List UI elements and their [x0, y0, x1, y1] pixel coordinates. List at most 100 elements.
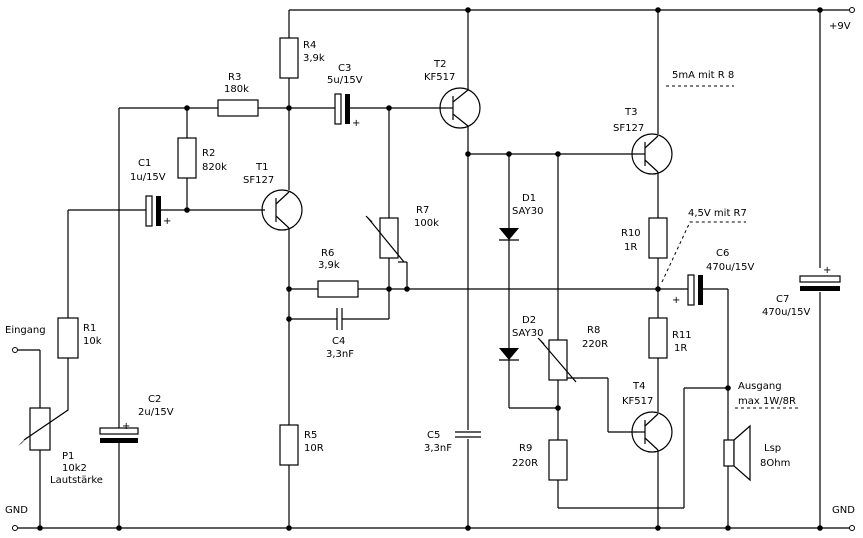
p1-value: 10k2 [62, 463, 87, 474]
input-terminal [12, 347, 18, 353]
output-stage [631, 10, 751, 528]
r1-ref: R1 [83, 323, 96, 334]
c7-value: 470u/15V [762, 307, 811, 318]
output-label: Ausgang [738, 381, 782, 392]
c1-capacitor [145, 195, 153, 227]
t3-value: SF127 [613, 123, 644, 134]
vcc-label: +9V [829, 21, 851, 32]
r2-value: 820k [202, 162, 227, 173]
d1-value: SAY30 [512, 206, 543, 217]
r5-resistor [279, 424, 299, 466]
c6-value: 470u/15V [706, 262, 755, 273]
r10-value: 1R [624, 242, 637, 253]
c6-capacitor [687, 274, 695, 306]
r9-value: 220R [512, 458, 538, 469]
t1-value: SF127 [243, 175, 274, 186]
r4-resistor [279, 37, 299, 79]
r3-value: 180k [224, 84, 249, 95]
input-section [15, 195, 265, 528]
t1-transistor [261, 189, 303, 231]
r2-ref: R2 [202, 148, 215, 159]
svg-text:+: + [672, 295, 680, 306]
c3-value: 5u/15V [327, 75, 363, 86]
r3-resistor [217, 99, 259, 117]
r10-ref: R10 [621, 228, 641, 239]
c5-ref: C5 [427, 430, 440, 441]
r10-resistor [648, 217, 668, 259]
r6-value: 3,9k [318, 260, 340, 271]
r1-value: 10k [83, 336, 102, 347]
output-rating: max 1W/8R [738, 396, 796, 407]
supply-rail [289, 9, 850, 528]
c1-value: 1u/15V [130, 172, 166, 183]
t1-stage [261, 10, 446, 528]
svg-text:+: + [352, 118, 360, 129]
r3-ref: R3 [228, 72, 241, 83]
c2-ref: C2 [148, 394, 161, 405]
loudspeaker [723, 439, 735, 467]
gnd-terminal-left [12, 525, 18, 531]
r1-resistor [57, 317, 79, 359]
gnd-label-left: GND [5, 505, 28, 516]
p1-function: Lautstärke [50, 475, 103, 486]
c4-ref: C4 [332, 336, 345, 347]
gnd-terminal-right [849, 525, 855, 531]
c3-ref: C3 [338, 63, 351, 74]
r11-value: 1R [674, 343, 687, 354]
c4-value: 3,3nF [326, 349, 354, 360]
c6-ref: C6 [716, 248, 729, 259]
t4-value: KF517 [622, 396, 653, 407]
t1-ref: T1 [255, 162, 268, 173]
r8-trimmer [548, 339, 568, 381]
r5-value: 10R [304, 443, 324, 454]
r2-resistor [177, 137, 197, 179]
r6-ref: R6 [321, 248, 334, 259]
t2-value: KF517 [424, 72, 455, 83]
bias-network [99, 99, 289, 528]
r11-resistor [648, 317, 668, 359]
p1-ref: P1 [62, 451, 74, 462]
r6-resistor [317, 280, 359, 298]
r11-ref: R11 [672, 330, 692, 341]
r7-ref: R7 [416, 205, 429, 216]
r8-ref: R8 [587, 325, 600, 336]
svg-text:+: + [163, 216, 171, 227]
d2-value: SAY30 [512, 328, 543, 339]
c7-supply-capacitor [799, 275, 841, 291]
vcc-terminal [849, 7, 855, 13]
c1-ref: C1 [138, 158, 151, 169]
junction-dots [37, 7, 823, 531]
lsp-ref: Lsp [764, 443, 781, 454]
feedback-network [289, 108, 660, 330]
input-label: Eingang [5, 325, 46, 336]
d1-ref: D1 [522, 193, 536, 204]
t2-transistor [439, 87, 481, 129]
t4-transistor [631, 411, 673, 453]
r7-value: 100k [414, 218, 439, 229]
c3-capacitor [334, 93, 342, 125]
t3-transistor [631, 133, 673, 175]
r8-value: 220R [582, 339, 608, 350]
t3-ref: T3 [624, 107, 637, 118]
c5-value: 3,3nF [424, 443, 452, 454]
r9-resistor [548, 439, 568, 481]
polarity-marks: + + + + + [122, 118, 831, 432]
t2-ref: T2 [433, 59, 446, 70]
d2-diode [499, 348, 519, 360]
r8-note: 5mA mit R 8 [672, 70, 734, 81]
d2-ref: D2 [522, 315, 536, 326]
svg-text:+: + [122, 421, 130, 432]
d1-diode [499, 228, 519, 240]
c7-ref: C7 [776, 294, 789, 305]
t4-ref: T4 [632, 381, 645, 392]
r7-note-line [661, 221, 746, 283]
c2-value: 2u/15V [138, 407, 174, 418]
r7-note: 4,5V mit R7 [688, 208, 747, 219]
r5-ref: R5 [304, 430, 317, 441]
svg-text:+: + [823, 265, 831, 276]
c2-capacitor [99, 427, 139, 435]
gnd-label-right: GND [832, 505, 855, 516]
r9-ref: R9 [519, 443, 532, 454]
